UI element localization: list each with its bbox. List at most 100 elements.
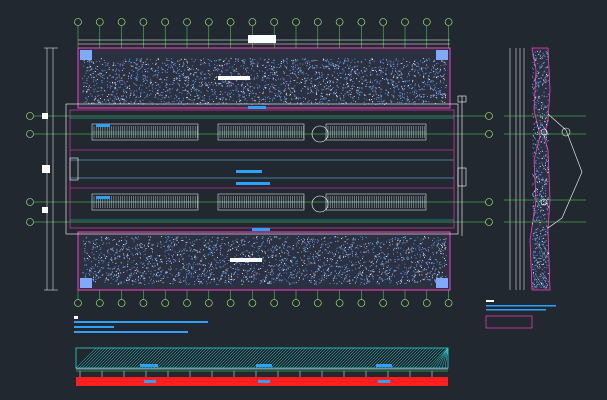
hatch-line <box>249 347 271 369</box>
note-line <box>486 300 494 302</box>
hatch-line <box>393 347 415 369</box>
grid-bubble <box>357 299 366 307</box>
hatch-line <box>159 347 181 369</box>
hatch-line <box>105 347 127 369</box>
hatch-line <box>171 347 193 369</box>
hatch-line <box>285 347 307 369</box>
grid-bubble <box>26 198 34 206</box>
grid-bubble <box>270 299 279 307</box>
grid-bubble <box>422 299 431 307</box>
hatch-line <box>279 347 301 369</box>
hatch-line <box>306 347 328 369</box>
grid-bubble <box>205 18 213 26</box>
hatch-line <box>222 347 244 369</box>
hatch-line <box>369 347 391 369</box>
stair-circle-marker <box>311 125 329 143</box>
hatch-line <box>321 347 343 369</box>
legend-block <box>74 300 556 333</box>
grid-bubble <box>335 18 344 26</box>
hatch-line <box>84 347 106 369</box>
section-diagonals <box>540 113 583 229</box>
hatch-line <box>99 347 121 369</box>
hatch-line <box>237 347 259 369</box>
grid-bubble <box>26 130 34 138</box>
hatch-line <box>414 347 436 369</box>
grid-bubble <box>248 18 257 26</box>
grid-bubble <box>139 299 148 307</box>
hatch-line <box>90 347 112 369</box>
hatch-line <box>273 347 295 369</box>
hatch-line <box>348 347 370 369</box>
hatch-line <box>213 347 235 369</box>
hatch-line <box>399 347 421 369</box>
elevation-ticks <box>79 371 433 377</box>
hatch-line <box>189 347 211 369</box>
elevation-view <box>75 347 449 386</box>
hatch-line <box>360 347 382 369</box>
hatch-line <box>174 347 196 369</box>
grid-bubble <box>139 18 148 26</box>
hatch-line <box>168 347 190 369</box>
corner-block <box>436 50 448 60</box>
hatch-line <box>102 347 124 369</box>
hatch-line <box>291 347 313 369</box>
hatch-line <box>309 347 331 369</box>
hatch-line <box>165 347 187 369</box>
hatch-line <box>354 347 376 369</box>
left-dim-tick <box>42 113 48 119</box>
stair-circle-marker <box>311 195 329 213</box>
hatch-line <box>300 347 322 369</box>
hatch-line <box>207 347 229 369</box>
grid-bubble <box>292 18 300 26</box>
hatch-line <box>225 347 247 369</box>
cross-section-view <box>504 47 586 291</box>
upper-slab-label <box>218 76 250 80</box>
hatch-line <box>330 347 352 369</box>
hatch-line <box>336 347 358 369</box>
grid-bubble <box>205 299 213 307</box>
hatch-line <box>111 347 133 369</box>
hatch-line <box>186 347 208 369</box>
grid-bubble <box>74 18 82 26</box>
hatch-line <box>195 347 217 369</box>
legend-line <box>74 331 188 333</box>
corner-block <box>436 278 448 288</box>
hatch-line <box>228 347 250 369</box>
hatch-line <box>108 347 130 369</box>
hatch-line <box>240 347 262 369</box>
grid-bubble <box>335 299 344 307</box>
legend-line <box>74 326 114 328</box>
hatch-line <box>315 347 337 369</box>
hatch-line <box>429 347 449 369</box>
hatch-line <box>426 347 448 369</box>
grid-bubble <box>248 299 257 307</box>
hatch-line <box>177 347 199 369</box>
hatch-line <box>234 347 256 369</box>
grid-bubble <box>74 299 82 307</box>
hatch-line <box>198 347 220 369</box>
hatch-line <box>183 347 205 369</box>
hatch-line <box>270 347 292 369</box>
note-line <box>486 309 546 311</box>
grid-bubble <box>292 299 300 307</box>
hatch-line <box>126 347 148 369</box>
corner-block <box>80 278 92 288</box>
hatch-line <box>432 347 449 369</box>
speckle-dots <box>82 236 447 285</box>
left-dim-tick <box>42 207 48 213</box>
lower-slab-label <box>230 258 262 262</box>
floor-plan-view <box>26 18 493 307</box>
central-platform <box>65 95 467 236</box>
grid-bubble <box>401 18 409 26</box>
hatch-line <box>345 347 367 369</box>
grid-bubble <box>444 299 453 307</box>
grid-bubble <box>117 299 126 307</box>
hatch-line <box>129 347 151 369</box>
grid-bubble <box>444 18 453 26</box>
hatch-line <box>411 347 433 369</box>
grid-bubble <box>96 18 104 26</box>
hatch-line <box>333 347 355 369</box>
hatch-line <box>231 347 253 369</box>
corner-block <box>80 50 92 60</box>
